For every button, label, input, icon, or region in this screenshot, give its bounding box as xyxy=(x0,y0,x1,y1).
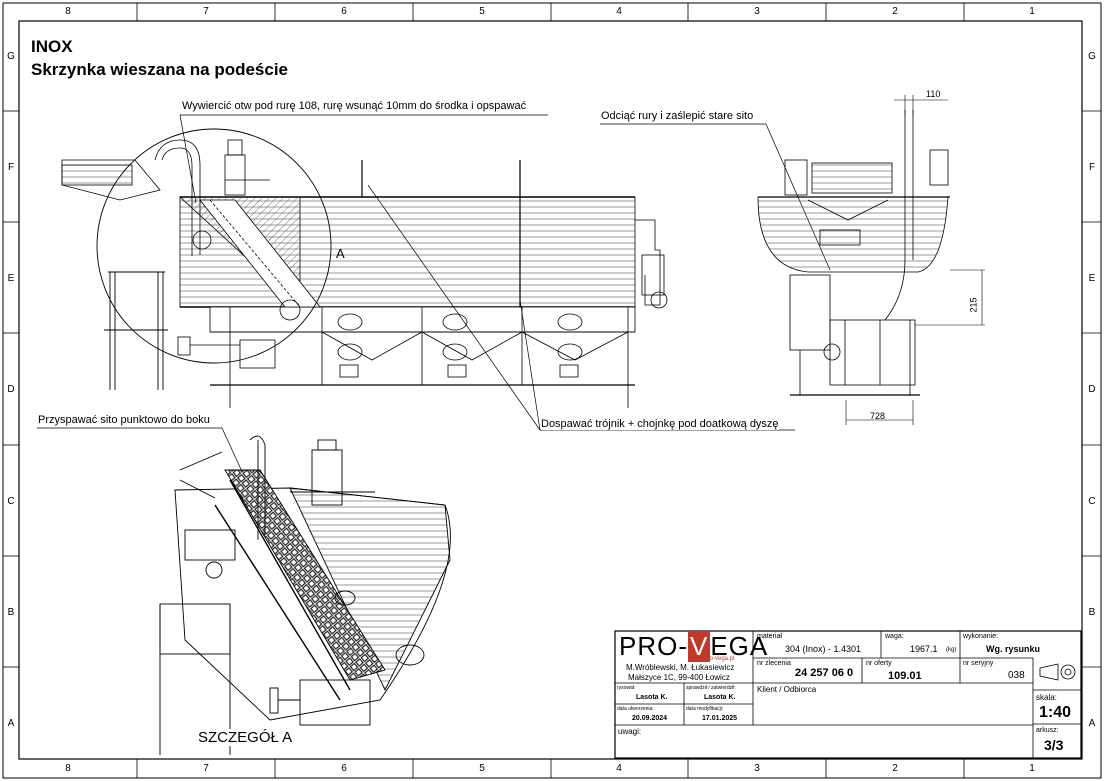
offer-label: nr oferty xyxy=(866,660,892,667)
note-drill-hole: Wywiercić otw pod rurę 108, rurę wsunąć … xyxy=(182,100,527,112)
zone-col-7-top: 7 xyxy=(203,6,209,17)
zone-col-1-top: 1 xyxy=(1029,6,1035,17)
zone-row-b-right: B xyxy=(1088,607,1096,618)
checked-value: Lasota K. xyxy=(704,694,736,701)
zone-row-e-right: E xyxy=(1088,273,1096,284)
zone-row-d-left: D xyxy=(7,384,15,395)
company-name: M.Wróblewski, M. Łukasiewicz xyxy=(626,663,735,672)
zone-col-1-bottom: 1 xyxy=(1029,763,1035,774)
offer-value: 109.01 xyxy=(888,670,922,682)
logo-pro-text: PRO- xyxy=(619,631,688,661)
note-spot-weld: Przyspawać sito punktowo do boku xyxy=(38,414,210,426)
made-value: Wg. rysunku xyxy=(986,644,1041,654)
sheet-label: arkusz: xyxy=(1036,727,1059,734)
zone-col-4-top: 4 xyxy=(616,6,622,17)
zone-row-a-right: A xyxy=(1088,718,1096,729)
checked-label: sprawdził / zatwierdził: xyxy=(686,685,736,691)
zone-col-2-top: 2 xyxy=(892,6,898,17)
zone-col-2-bottom: 2 xyxy=(892,763,898,774)
company-logo: PRO-VEGA xyxy=(619,631,768,662)
material-label: materiał xyxy=(757,633,782,640)
zone-col-5-bottom: 5 xyxy=(479,763,485,774)
order-label: nr zlecenia xyxy=(757,660,791,667)
zone-row-d-right: D xyxy=(1088,384,1096,395)
side-view xyxy=(61,128,668,408)
detail-a xyxy=(159,435,451,755)
created-label: data utworzenia: xyxy=(617,706,654,712)
note-cut-pipes: Odciąć rury i zaślepić stare sito xyxy=(601,110,754,122)
zone-row-f-right: F xyxy=(1088,162,1096,173)
material-value: 304 (Inox) - 1.4301 xyxy=(785,644,862,654)
zone-col-3-bottom: 3 xyxy=(754,763,760,774)
made-label: wykonanie: xyxy=(963,633,999,640)
zone-row-f-left: F xyxy=(7,162,15,173)
drawn-value: Lasota K. xyxy=(636,694,668,701)
logo-ega-text: EGA xyxy=(710,631,769,661)
weight-unit: (kg) xyxy=(946,647,957,653)
sheet-value: 3/3 xyxy=(1044,737,1064,753)
logo-v-text: V xyxy=(688,631,711,662)
zone-row-g-right: G xyxy=(1088,51,1096,62)
serial-label: nr seryjny xyxy=(963,660,994,667)
zone-col-5-top: 5 xyxy=(479,6,485,17)
modified-value: 17.01.2025 xyxy=(702,715,738,722)
zone-col-6-bottom: 6 xyxy=(341,763,347,774)
company-address: Małszyce 1C, 99-400 Łowicz xyxy=(628,673,730,682)
client-value: Klient / Odbiorca xyxy=(757,685,817,694)
drawing-title-name: Skrzynka wieszana na podeście xyxy=(31,60,289,79)
zone-row-e-left: E xyxy=(7,273,15,284)
zone-col-6-top: 6 xyxy=(341,6,347,17)
zone-row-g-left: G xyxy=(7,51,15,62)
zone-col-4-bottom: 4 xyxy=(616,763,622,774)
zone-col-3-top: 3 xyxy=(754,6,760,17)
scale-value: 1:40 xyxy=(1039,704,1072,721)
serial-value: 038 xyxy=(1008,670,1025,681)
zone-row-b-left: B xyxy=(7,607,15,618)
zone-row-c-right: C xyxy=(1088,496,1096,507)
zone-col-7-bottom: 7 xyxy=(203,763,209,774)
zone-row-a-left: A xyxy=(7,718,15,729)
drawing-title-material: INOX xyxy=(31,37,73,56)
detail-label: SZCZEGÓŁ A xyxy=(196,729,295,746)
zone-col-8-bottom: 8 xyxy=(65,763,71,774)
dimension-215: 215 xyxy=(968,297,979,313)
front-view xyxy=(757,110,950,396)
remarks-label: uwagi: xyxy=(618,727,642,736)
zone-row-c-left: C xyxy=(7,496,15,507)
section-marker: A xyxy=(336,246,345,261)
order-value: 24 257 06 0 xyxy=(795,667,854,679)
weight-label: waga: xyxy=(885,633,904,640)
drawn-label: rysował: xyxy=(617,685,636,691)
weight-value: 1967.1 xyxy=(910,644,938,654)
created-value: 20.09.2024 xyxy=(632,715,668,722)
dimension-110: 110 xyxy=(926,89,941,99)
logo-url: www.pro-vega.pl xyxy=(690,656,735,662)
dimension-728: 728 xyxy=(870,411,886,421)
note-tee-weld: Dospawać trójnik + chojnkę pod doatkową … xyxy=(541,418,779,430)
zone-col-8-top: 8 xyxy=(65,6,71,17)
scale-label: skala: xyxy=(1036,693,1057,702)
modified-label: data modyfikacji: xyxy=(686,706,724,712)
